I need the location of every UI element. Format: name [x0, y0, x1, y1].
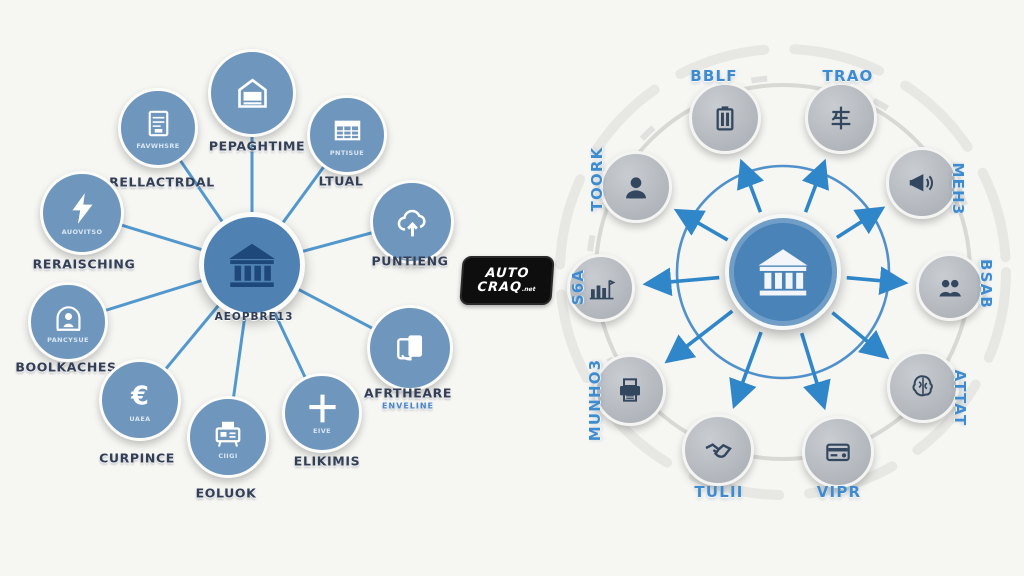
- card-icon: [822, 436, 854, 468]
- right-node-label: VIPR: [816, 483, 862, 501]
- badge-line2: CRAQ.net: [476, 279, 536, 295]
- left-node-sublabel: ENVELINE: [381, 401, 435, 411]
- lightning-icon: [64, 190, 101, 227]
- right-node-people: [916, 253, 984, 321]
- bank-icon: [752, 241, 814, 303]
- right-node-label: S6A: [569, 268, 587, 306]
- right-node-label: MUNHO3: [586, 358, 604, 442]
- left-node-label: BOOLKACHES: [15, 359, 117, 375]
- right-node-label: BBLF: [690, 67, 738, 85]
- right-node-person: [600, 151, 672, 223]
- node-sub-text: FAVWHSRE: [136, 142, 180, 150]
- left-node-label: RERAISCHING: [32, 256, 136, 272]
- left-node-spreadsheet: PNTISUE: [307, 95, 387, 175]
- people-icon: [935, 272, 965, 302]
- left-node-house-safe: [208, 49, 296, 137]
- person-arch-icon: [51, 300, 86, 335]
- cross-plane-icon: [305, 391, 340, 426]
- right-node-megaphone: [886, 147, 958, 219]
- house-safe-icon: [233, 74, 272, 113]
- right-node-label: ATTAT: [951, 369, 969, 427]
- left-node-label: LTUAL: [318, 173, 364, 189]
- left-node-label-text: AFRTHEARE: [363, 385, 453, 401]
- node-sub-text: PANCYSUE: [47, 336, 89, 344]
- book-icon: [141, 106, 176, 141]
- svg-text:€: €: [130, 381, 149, 411]
- badge-suffix: .net: [521, 285, 536, 293]
- right-node-label: TULII: [694, 483, 744, 501]
- left-node-person-arch: PANCYSUE: [28, 282, 108, 362]
- right-node-city-chart: [567, 254, 635, 322]
- kanji-icon: [825, 102, 857, 134]
- node-sub-text: UAEA: [129, 414, 151, 423]
- left-hub-bank-node: [199, 212, 305, 318]
- person-icon: [620, 171, 652, 203]
- left-node-label: RELLACTRDAL: [109, 174, 215, 190]
- node-sub-text: EIVE: [313, 427, 331, 435]
- left-node-label: CURPINCE: [99, 450, 175, 466]
- left-node-label: ELIKIMIS: [293, 453, 361, 469]
- right-node-card: [802, 416, 874, 488]
- euro-icon: €: [122, 378, 158, 414]
- printer-icon: [614, 374, 646, 406]
- right-node-label: MEH3: [949, 162, 967, 216]
- node-sub-text: CIIGI: [218, 451, 238, 460]
- watermark-badge: AUTO CRAQ.net: [459, 256, 555, 305]
- handshake-icon: [702, 434, 734, 466]
- left-node-label: PEPAGHTIME: [208, 138, 306, 154]
- left-node-label: PUNTIENG: [371, 253, 449, 269]
- left-node-book: FAVWHSRE: [118, 88, 198, 168]
- right-hub-bank-node: [725, 214, 841, 330]
- spreadsheet-icon: [330, 113, 365, 148]
- right-node-printer: [594, 354, 666, 426]
- right-node-label: TOORK: [588, 146, 606, 212]
- right-node-brain: [887, 351, 959, 423]
- bank-icon: [223, 236, 281, 294]
- left-hub-label: AEOPBRE13: [214, 311, 294, 323]
- right-node-label: BSAB: [977, 258, 995, 310]
- city-chart-icon: [586, 273, 616, 303]
- node-sub-text: PNTISUE: [329, 149, 365, 157]
- cards-icon: [391, 329, 429, 367]
- badge-line1: AUTO: [484, 265, 530, 281]
- megaphone-icon: [906, 167, 938, 199]
- battery-icon: [709, 102, 741, 134]
- brain-icon: [907, 371, 939, 403]
- left-node-label: EOLUOK: [195, 485, 257, 501]
- left-node-euro: € UAEA: [99, 359, 181, 441]
- node-sub-text: AUOVITSO: [61, 228, 103, 236]
- left-node-lightning: AUOVITSO: [40, 171, 124, 255]
- left-node-cross-plane: EIVE: [282, 373, 362, 453]
- left-node-machine: CIIGI: [187, 396, 269, 478]
- right-node-battery: [689, 82, 761, 154]
- right-node-handshake: [682, 414, 754, 486]
- machine-icon: [210, 415, 246, 451]
- left-node-cloud-up: [370, 180, 454, 264]
- cloud-up-icon: [394, 204, 431, 241]
- left-node-cards: [367, 305, 453, 391]
- right-node-kanji: [805, 82, 877, 154]
- right-node-label: TRAO: [822, 67, 874, 85]
